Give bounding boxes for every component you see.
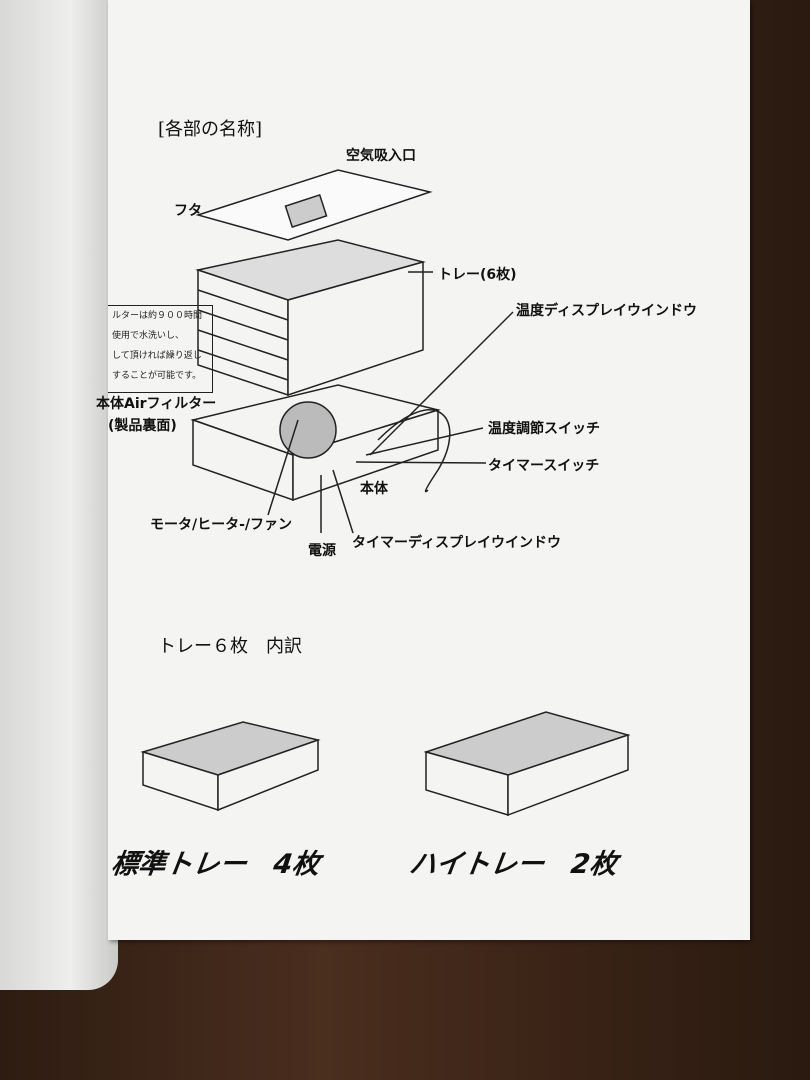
- label-air-filter-note: (製品裏面): [108, 418, 177, 434]
- filter-note-line: することが可能です。: [112, 371, 202, 381]
- base-drawing: [190, 384, 441, 502]
- air-intake-drawing: [284, 194, 328, 228]
- filter-note-line: ルターは約９００時間: [112, 311, 203, 321]
- label-motor: モータ/ヒータ-/ファン: [150, 517, 293, 533]
- label-temp-display: 温度ディスプレイウインドウ: [516, 303, 698, 319]
- left-page: [0, 0, 118, 990]
- standard-tray-caption: 標準トレー 4枚: [109, 849, 322, 880]
- manual-page: [各部の名称] 空気吸入口 フタ トレー(6枚) 温度ディスプレイウインドウ ル…: [96, 0, 750, 940]
- label-power: 電源: [308, 543, 336, 559]
- standard-tray-drawing: [140, 721, 321, 812]
- section-title: [各部の名称]: [158, 119, 263, 140]
- label-air-filter: 本体Airフィルター: [96, 396, 217, 412]
- label-lid: フタ: [174, 203, 202, 219]
- dehydrator-diagram: [140, 169, 631, 817]
- tray-stack-drawing: [195, 239, 426, 397]
- filter-note-line: して頂ければ繰り返し: [112, 351, 202, 361]
- high-tray-drawing: [423, 711, 631, 817]
- label-timer-display: タイマーディスプレイウインドウ: [352, 535, 562, 551]
- label-timer-switch: タイマースイッチ: [488, 458, 600, 474]
- filter-note-box: ルターは約９００時間 使用で水洗いし、 して頂ければ繰り返し することが可能です…: [108, 305, 213, 393]
- filter-note-line: 使用で水洗いし、: [112, 331, 185, 341]
- label-temp-switch: 温度調節スイッチ: [488, 421, 600, 437]
- label-tray: トレー(6枚): [438, 267, 517, 283]
- label-air-intake: 空気吸入口: [346, 148, 416, 164]
- high-tray-caption: ハイトレー 2枚: [407, 849, 620, 880]
- tray-breakdown-title: トレー６枚 内訳: [158, 636, 302, 657]
- label-body: 本体: [360, 481, 388, 497]
